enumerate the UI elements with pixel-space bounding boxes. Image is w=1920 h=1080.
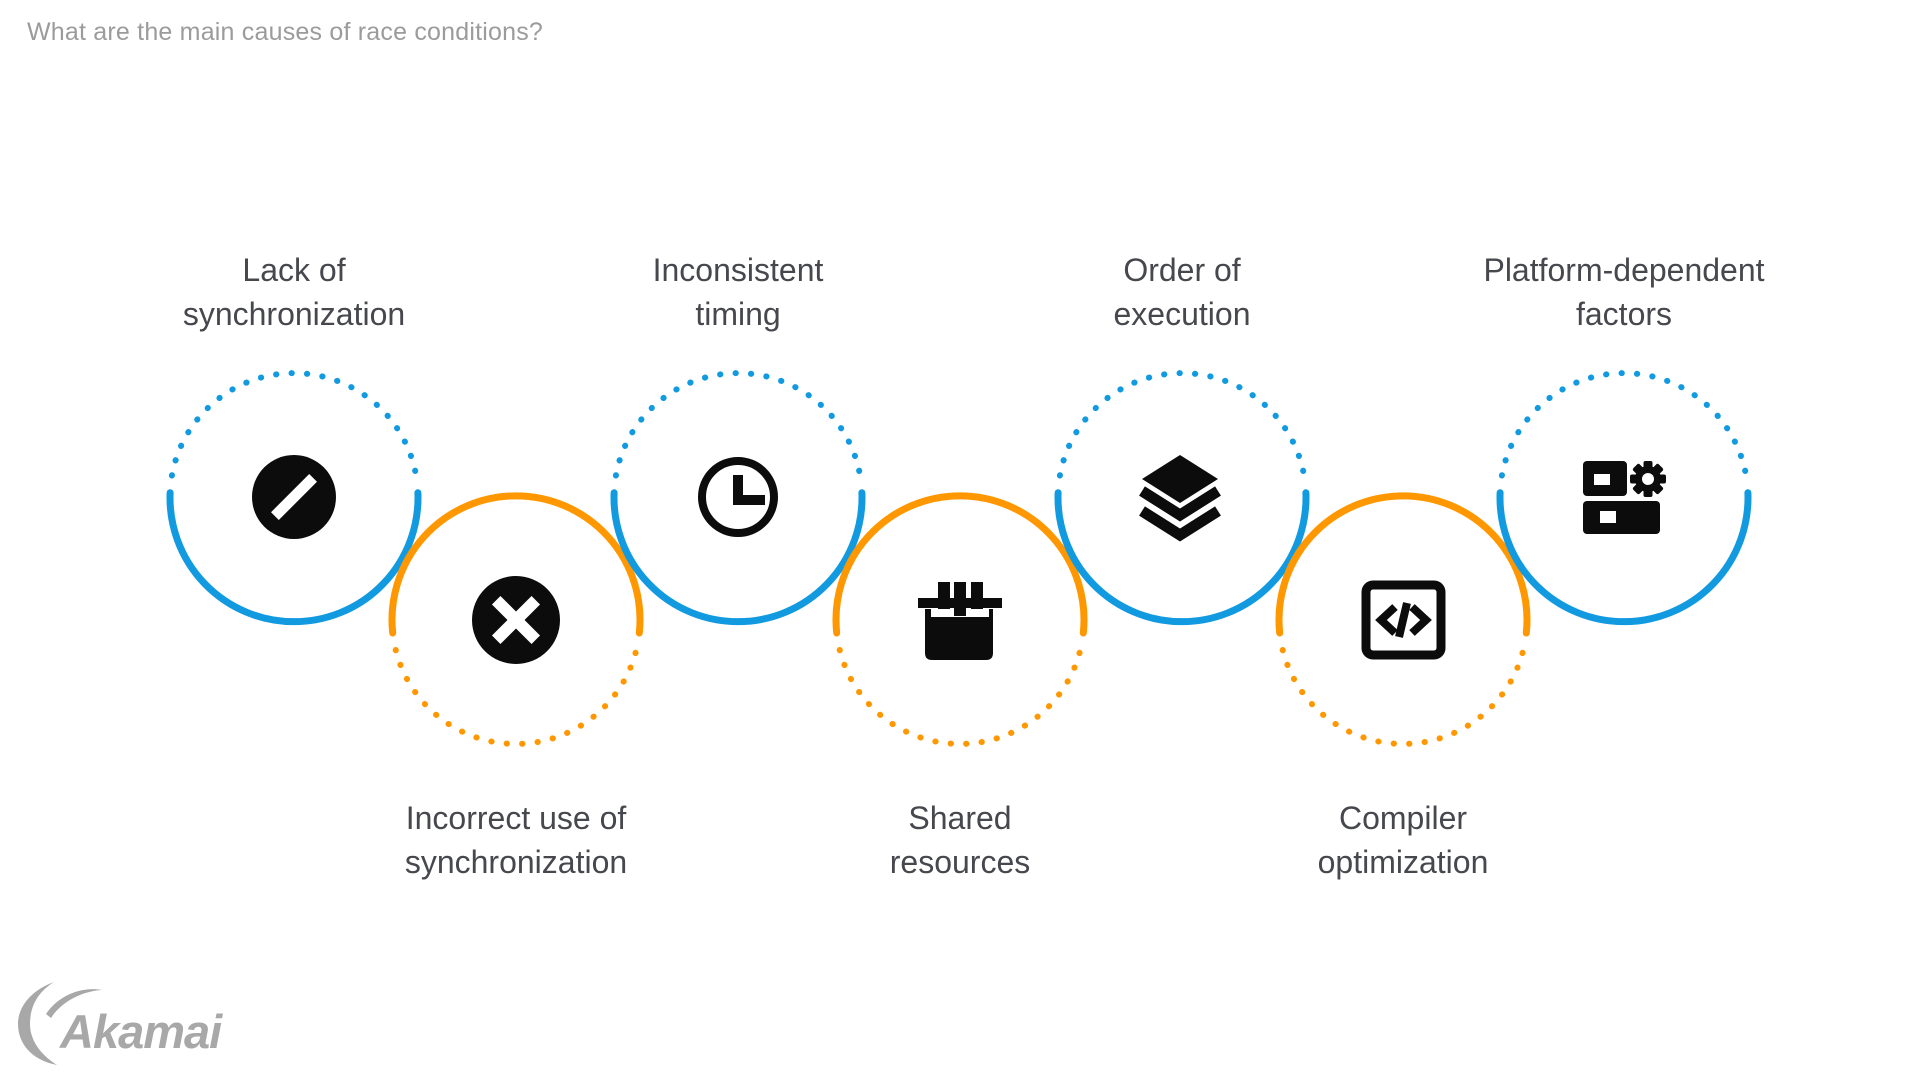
dotted-circle-blue	[610, 370, 866, 626]
dotted-circle-blue	[1054, 370, 1310, 626]
cause-label: Order of execution	[1113, 252, 1251, 332]
cause-label: Shared resources	[889, 800, 1031, 880]
dotted-circle-blue	[1496, 370, 1752, 626]
platform-gear-icon	[1583, 461, 1666, 534]
dotted-circle-orange	[832, 492, 1088, 747]
dotted-circle-orange	[388, 492, 644, 747]
cause-label: Compiler optimization	[1317, 800, 1489, 880]
slash-circle-icon	[252, 455, 336, 539]
akamai-logo: Akamai	[18, 980, 248, 1075]
layers-icon	[1139, 455, 1221, 542]
cause-label: Platform-dependent factors	[1483, 252, 1765, 332]
toolbox-icon	[918, 582, 1002, 660]
clock-icon	[698, 457, 778, 537]
akamai-swoosh-icon	[18, 982, 102, 1065]
akamai-wordmark: Akamai	[60, 1005, 222, 1058]
dotted-circle-blue	[166, 370, 422, 626]
gear-icon	[1630, 461, 1666, 497]
cause-label: Incorrect use of synchronization	[404, 800, 628, 880]
x-circle-icon	[472, 576, 560, 664]
cause-label: Inconsistent timing	[652, 252, 824, 332]
code-window-icon	[1361, 580, 1446, 660]
page-title: What are the main causes of race conditi…	[27, 18, 544, 46]
dotted-circle-orange	[1275, 492, 1531, 747]
cause-label: Lack of synchronization	[182, 252, 406, 332]
